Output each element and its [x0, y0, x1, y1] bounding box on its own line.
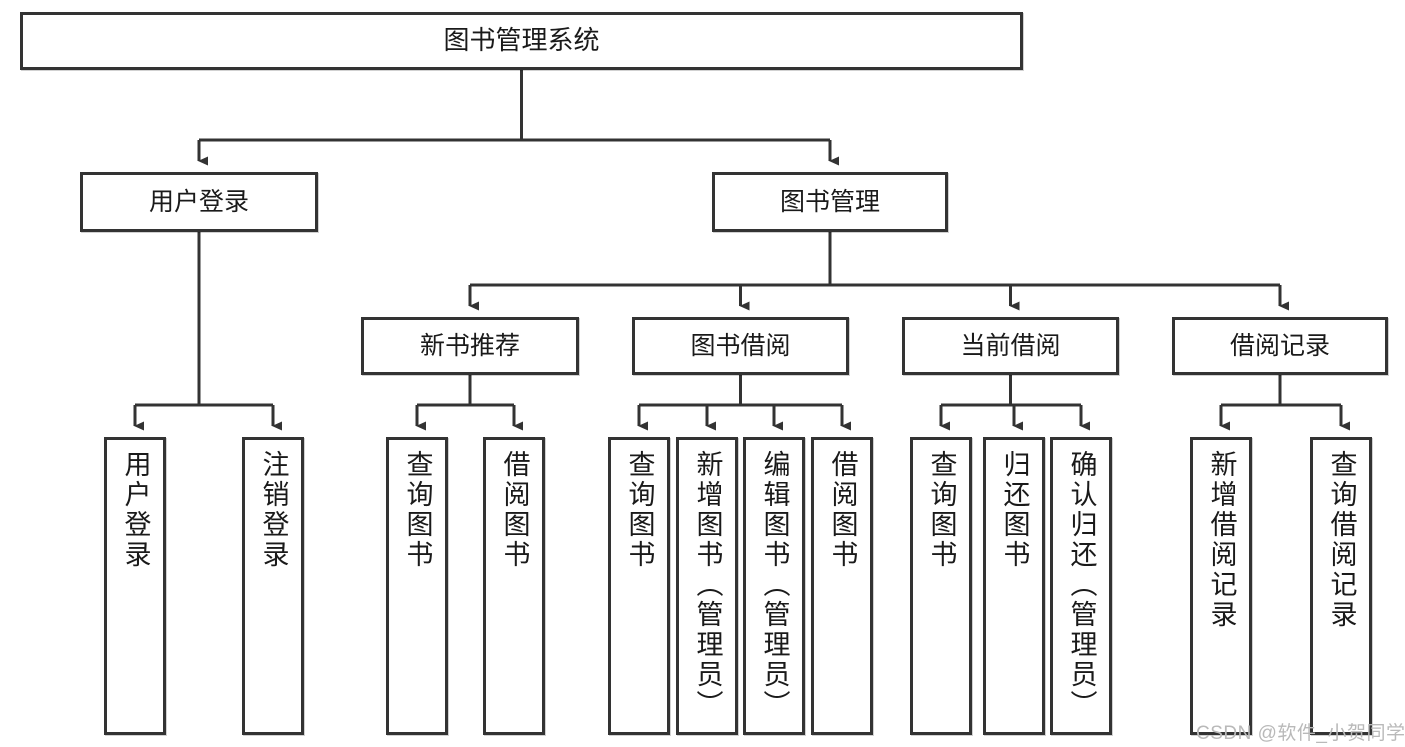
node-leaf-user-logout-label: 注销登录: [258, 450, 289, 570]
node-leaf-user-login[interactable]: 用户登录: [104, 437, 166, 735]
node-borrow-record-label: 借阅记录: [1229, 331, 1330, 360]
node-leaf-confirm-return[interactable]: 确认归还（管理员）: [1050, 437, 1112, 735]
node-book-manage[interactable]: 图书管理: [712, 172, 948, 232]
node-root-label: 图书管理系统: [443, 25, 600, 56]
node-book-borrow[interactable]: 图书借阅: [632, 317, 849, 375]
watermark-csdn: CSDN @软件_小贺同学: [1196, 723, 1405, 744]
node-new-book-recommend[interactable]: 新书推荐: [361, 317, 579, 375]
node-leaf-confirm-return-label: 确认归还（管理员）: [1066, 450, 1097, 720]
node-leaf-borrow-book-2[interactable]: 借阅图书: [811, 437, 873, 735]
node-leaf-add-record-label: 新增借阅记录: [1206, 450, 1237, 630]
node-current-borrow[interactable]: 当前借阅: [902, 317, 1119, 375]
node-root[interactable]: 图书管理系统: [20, 12, 1023, 70]
node-leaf-query-book-3[interactable]: 查询图书: [910, 437, 972, 735]
node-leaf-query-record-label: 查询借阅记录: [1326, 450, 1357, 630]
node-leaf-return-book[interactable]: 归还图书: [983, 437, 1045, 735]
node-leaf-add-record[interactable]: 新增借阅记录: [1190, 437, 1252, 735]
node-leaf-borrow-book-2-label: 借阅图书: [827, 450, 858, 570]
node-leaf-query-record[interactable]: 查询借阅记录: [1310, 437, 1372, 735]
node-leaf-query-book-2-label: 查询图书: [624, 450, 655, 570]
node-leaf-borrow-book-1-label: 借阅图书: [499, 450, 530, 570]
node-current-borrow-label: 当前借阅: [960, 331, 1061, 360]
node-book-borrow-label: 图书借阅: [690, 331, 791, 360]
node-user-login[interactable]: 用户登录: [80, 172, 318, 232]
node-new-book-recommend-label: 新书推荐: [419, 331, 520, 360]
node-leaf-borrow-book-1[interactable]: 借阅图书: [483, 437, 545, 735]
node-leaf-add-book[interactable]: 新增图书（管理员）: [676, 437, 738, 735]
node-leaf-user-logout[interactable]: 注销登录: [242, 437, 304, 735]
node-leaf-edit-book[interactable]: 编辑图书（管理员）: [743, 437, 805, 735]
node-leaf-query-book-1-label: 查询图书: [402, 450, 433, 570]
node-user-login-label: 用户登录: [148, 187, 249, 216]
node-leaf-return-book-label: 归还图书: [999, 450, 1030, 570]
node-leaf-add-book-label: 新增图书（管理员）: [692, 450, 723, 720]
node-leaf-query-book-2[interactable]: 查询图书: [608, 437, 670, 735]
node-leaf-query-book-1[interactable]: 查询图书: [386, 437, 448, 735]
node-leaf-edit-book-label: 编辑图书（管理员）: [759, 450, 790, 720]
node-book-manage-label: 图书管理: [779, 187, 880, 216]
node-leaf-query-book-3-label: 查询图书: [926, 450, 957, 570]
node-borrow-record[interactable]: 借阅记录: [1172, 317, 1388, 375]
node-leaf-user-login-label: 用户登录: [120, 450, 151, 570]
